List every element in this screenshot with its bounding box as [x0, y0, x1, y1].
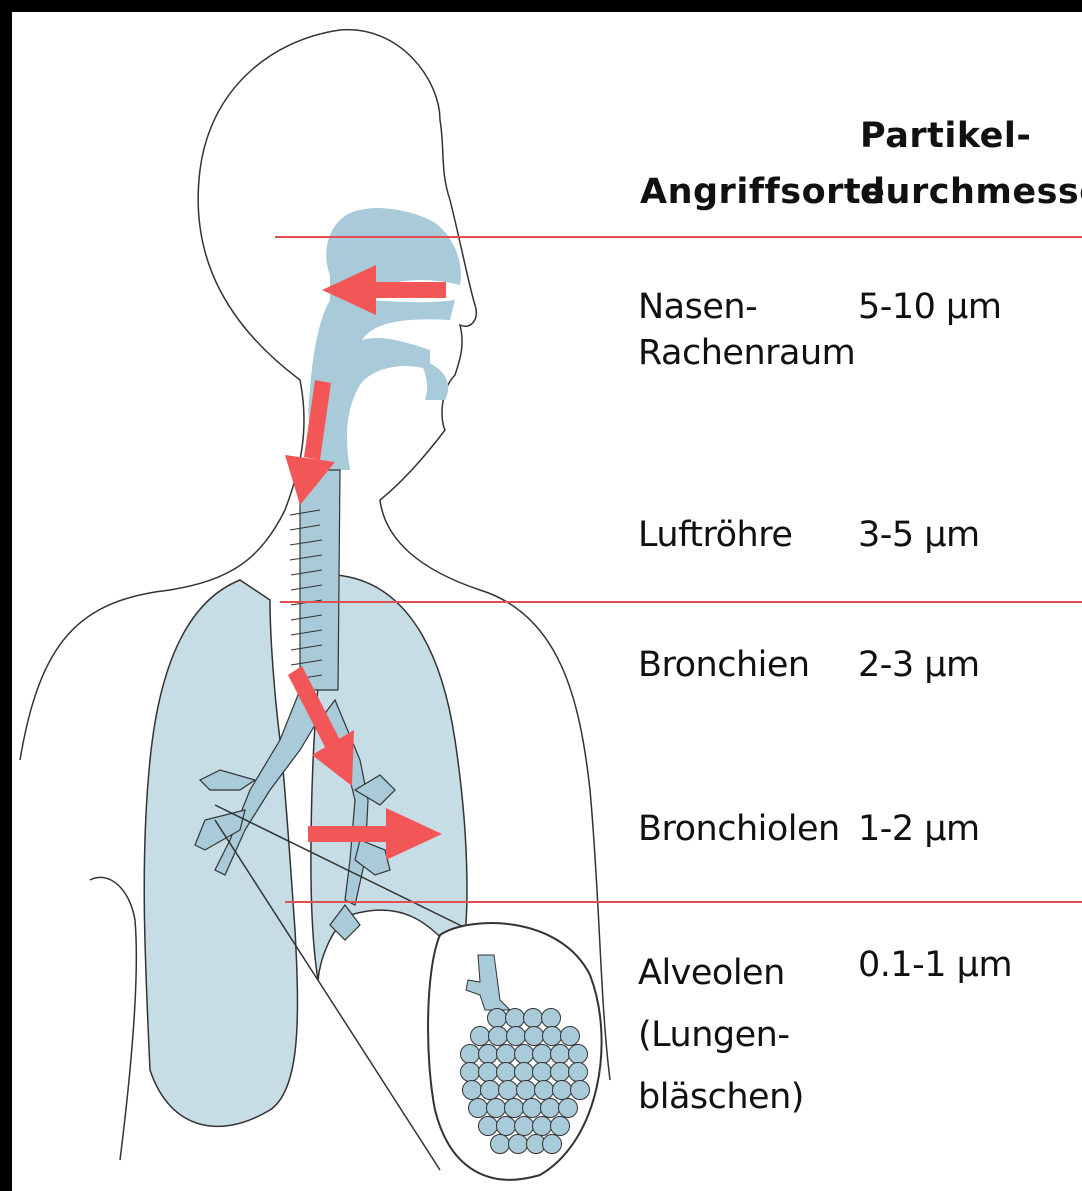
- header-particle-size: Partikel- durchmesser: [860, 108, 1082, 220]
- arm-left-outline: [90, 877, 136, 1160]
- alveolus: [471, 1027, 490, 1046]
- alveolus: [543, 1135, 562, 1154]
- row-size-2: 3-5 μm: [858, 512, 980, 558]
- alveolus: [517, 1081, 536, 1100]
- alveolus: [543, 1027, 562, 1046]
- alveolus: [469, 1099, 488, 1118]
- alveolus: [481, 1081, 500, 1100]
- alveolus: [497, 1117, 516, 1136]
- mouth-region: [420, 360, 448, 400]
- row-size-4: 1-2 μm: [858, 806, 980, 852]
- alveolus: [542, 1009, 561, 1028]
- alveolus: [553, 1081, 572, 1100]
- alveolus: [533, 1045, 552, 1064]
- row-size-1: 5-10 μm: [858, 284, 1001, 330]
- alveolus: [524, 1009, 543, 1028]
- alveolus: [506, 1009, 525, 1028]
- alveolus: [533, 1063, 552, 1082]
- left-lung: [144, 580, 297, 1126]
- alveolus: [569, 1045, 588, 1064]
- alveolus: [461, 1045, 480, 1064]
- alveolus: [571, 1081, 590, 1100]
- alveolus: [491, 1135, 510, 1154]
- alveolus: [479, 1045, 498, 1064]
- alveolus: [497, 1063, 516, 1082]
- alveolus: [551, 1063, 570, 1082]
- row-size-5: 0.1-1 μm: [858, 942, 1012, 988]
- header-site: Angriffsorte: [640, 170, 885, 214]
- alveolus: [505, 1099, 524, 1118]
- alveolus: [535, 1081, 554, 1100]
- alveolus: [569, 1063, 588, 1082]
- alveolus: [461, 1063, 480, 1082]
- alveolus: [525, 1027, 544, 1046]
- alveolus: [463, 1081, 482, 1100]
- alveolus: [479, 1063, 498, 1082]
- nasal-cavity: [308, 208, 461, 470]
- alveolus: [489, 1027, 508, 1046]
- alveolus: [497, 1045, 516, 1064]
- alveolus: [561, 1027, 580, 1046]
- alveolus: [509, 1135, 528, 1154]
- alveolus: [533, 1117, 552, 1136]
- alveolus: [507, 1027, 526, 1046]
- alveolus: [515, 1117, 534, 1136]
- alveolus: [479, 1117, 498, 1136]
- alveolus: [551, 1045, 570, 1064]
- row-site-5: Alveolen (Lungen- bläschen): [638, 942, 804, 1128]
- alveolus: [515, 1063, 534, 1082]
- row-site-4: Bronchiolen: [638, 806, 840, 852]
- alveolus: [541, 1099, 560, 1118]
- alveolus: [523, 1099, 542, 1118]
- alveolus: [487, 1099, 506, 1118]
- alveolus: [488, 1009, 507, 1028]
- row-site-3: Bronchien: [638, 642, 810, 688]
- row-size-3: 2-3 μm: [858, 642, 980, 688]
- row-site-1: Nasen- Rachenraum: [638, 284, 855, 376]
- alveolus: [551, 1117, 570, 1136]
- row-site-2: Luftröhre: [638, 512, 792, 558]
- trachea: [300, 470, 340, 690]
- alveolus: [499, 1081, 518, 1100]
- diagram-panel: Angriffsorte Partikel- durchmesser Nasen…: [12, 12, 1082, 1191]
- alveolus: [515, 1045, 534, 1064]
- alveolus: [559, 1099, 578, 1118]
